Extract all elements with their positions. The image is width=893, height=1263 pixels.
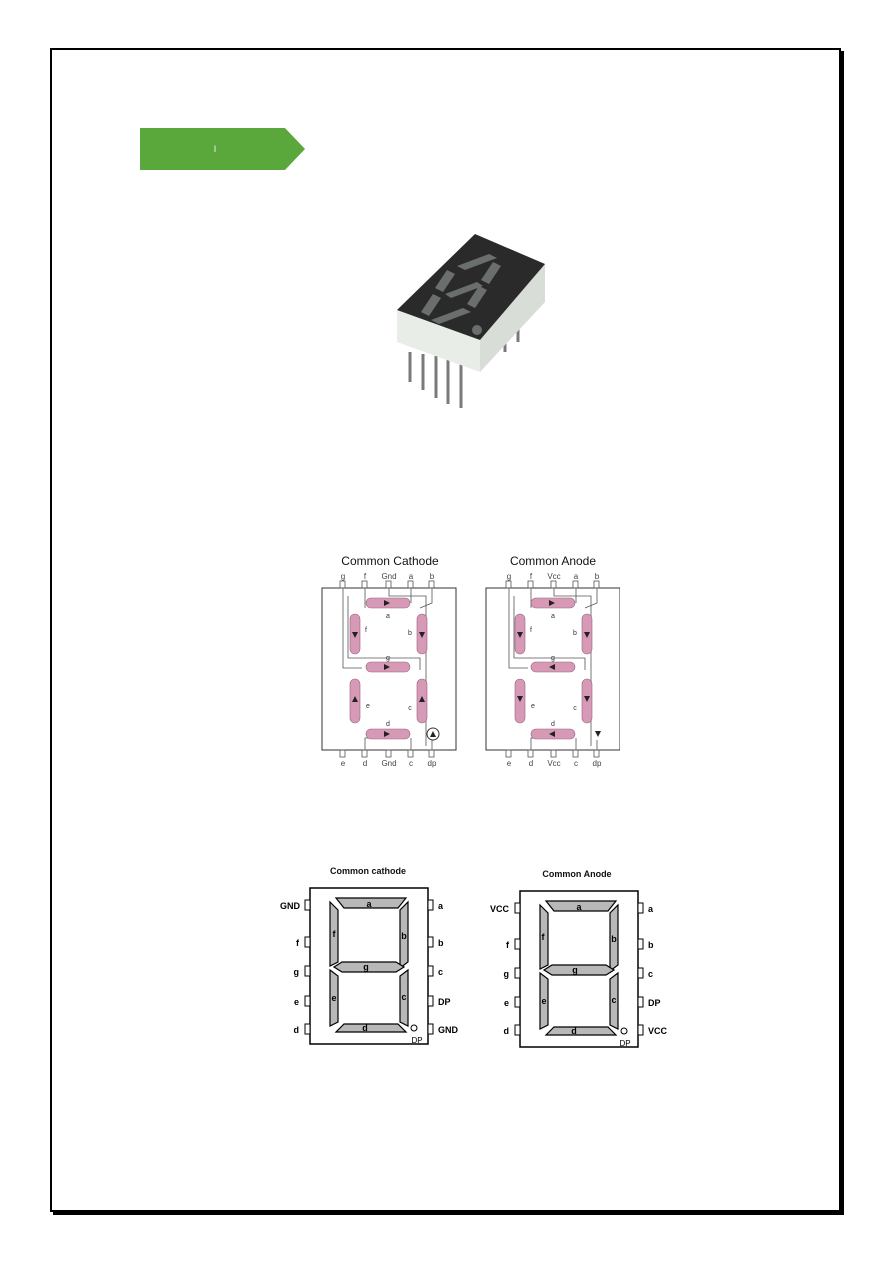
pin-label: a [648, 904, 654, 914]
pin-label: e [341, 759, 346, 768]
pin-label: Gnd [381, 759, 396, 768]
dp-label: DP [619, 1039, 630, 1048]
segment-label: g [386, 655, 390, 662]
anode-pinout-title: Common Anode [542, 869, 611, 879]
segment-label: c [573, 705, 577, 712]
segment-label: a [386, 613, 390, 620]
pin-label: d [529, 759, 533, 768]
segment-label: d [571, 1026, 577, 1036]
segment-label: e [331, 993, 336, 1003]
segment-label: g [363, 962, 369, 972]
segment-label: f [530, 627, 532, 634]
segment-label: c [611, 995, 616, 1005]
led-internal-diagrams: Common Cathode g f Gnd a b e d Gnd c dp [321, 554, 620, 768]
pin-label: e [507, 759, 512, 768]
pin-label: c [409, 759, 413, 768]
pin-label: b [595, 572, 600, 581]
pin-label: g [341, 572, 345, 581]
pinout-diagrams: Common cathode DP a b c d e f g GND f g … [280, 866, 668, 1048]
pin-label: dp [428, 759, 437, 768]
pin-label: f [296, 938, 300, 948]
segment-label: f [365, 627, 367, 634]
segment-label: d [551, 721, 555, 728]
page-border [50, 48, 841, 1212]
segment-label: g [551, 655, 555, 662]
pin-label: a [409, 572, 414, 581]
pin-label: a [438, 901, 444, 911]
pin-label: VCC [490, 904, 510, 914]
pin-label: c [438, 967, 443, 977]
segment-label: d [386, 721, 390, 728]
pin-label: Gnd [381, 572, 396, 581]
pin-label: b [648, 940, 654, 950]
pin-label: VCC [648, 1026, 668, 1036]
pin-label: g [504, 969, 510, 979]
segment-label: d [362, 1023, 368, 1033]
pin-label: GND [438, 1025, 459, 1035]
pin-label: g [294, 967, 300, 977]
segment-label: b [408, 630, 412, 637]
pin-label: f [506, 940, 510, 950]
pin-label: c [574, 759, 578, 768]
segment-label: a [551, 613, 555, 620]
pin-label: GND [280, 901, 301, 911]
segment-label: e [541, 996, 546, 1006]
pin-label: d [504, 1026, 510, 1036]
pin-label: Vcc [547, 759, 560, 768]
anode-diagram-title: Common Anode [510, 554, 596, 568]
section-tag-label: l [214, 144, 216, 154]
pin-label: a [574, 572, 579, 581]
pin-label: Vcc [547, 572, 560, 581]
seven-segment-display-photo [397, 234, 545, 408]
segment-label: e [366, 703, 370, 710]
segment-label: b [573, 630, 577, 637]
pin-label: f [364, 572, 367, 581]
pin-label: e [294, 997, 299, 1007]
pin-label: f [530, 572, 533, 581]
segment-label: b [611, 934, 617, 944]
pin-label: g [507, 572, 511, 581]
cathode-diagram-title: Common Cathode [341, 554, 439, 568]
pin-label: d [363, 759, 367, 768]
pin-label: b [430, 572, 435, 581]
pin-label: DP [648, 998, 661, 1008]
segment-label: f [333, 929, 337, 939]
segment-label: c [401, 992, 406, 1002]
pin-label: dp [593, 759, 602, 768]
segment-label: a [576, 902, 582, 912]
pin-label: b [438, 938, 444, 948]
pin-label: d [294, 1025, 300, 1035]
segment-label: f [542, 932, 546, 942]
dp-label: DP [411, 1036, 422, 1045]
pin-label: DP [438, 997, 451, 1007]
cathode-pinout-title: Common cathode [330, 866, 406, 876]
segment-label: a [366, 899, 372, 909]
segment-label: e [531, 703, 535, 710]
pin-label: c [648, 969, 653, 979]
segment-label: c [408, 705, 412, 712]
pin-label: e [504, 998, 509, 1008]
segment-label: g [572, 965, 578, 975]
segment-label: b [401, 931, 407, 941]
section-tag [140, 128, 305, 170]
